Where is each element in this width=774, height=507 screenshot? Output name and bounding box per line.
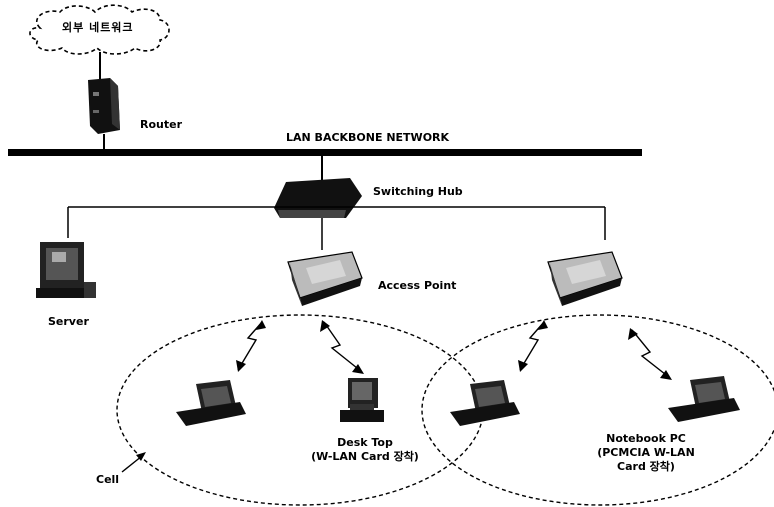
distribution-lines <box>67 206 606 250</box>
desktop-icon <box>340 378 384 422</box>
cloud-label: 외부 네트워크 <box>62 21 134 34</box>
wireless-link-ap1-desktop <box>323 321 363 373</box>
laptop-icon-1 <box>176 380 246 426</box>
external-network-cloud <box>29 4 170 55</box>
cell-1-boundary <box>116 314 484 506</box>
notebook-pc-icon <box>668 376 740 422</box>
wireless-link-ap2-notebook <box>631 329 671 379</box>
wireless-link-ap1-laptop <box>237 321 263 371</box>
router-label: Router <box>140 118 183 131</box>
cell-2-boundary <box>421 314 774 506</box>
switching-hub-icon <box>274 178 362 218</box>
cell-label: Cell <box>96 473 120 486</box>
notebook-label-line2: (PCMCIA W-LAN <box>597 446 695 459</box>
desktop-label-line1: Desk Top <box>337 436 393 449</box>
notebook-label-line3: Card 장착) <box>617 460 675 473</box>
desktop-label-line2: (W-LAN Card 장착) <box>311 450 419 463</box>
backbone-label: LAN BACKBONE NETWORK <box>286 131 450 144</box>
lan-backbone-bar <box>8 149 642 156</box>
laptop-icon-2 <box>450 380 520 426</box>
wireless-link-ap2-laptop <box>519 321 545 371</box>
wireless-links <box>237 321 671 379</box>
cell-pointer-arrow <box>121 452 146 473</box>
server-icon <box>36 242 96 298</box>
router-icon <box>88 78 120 134</box>
access-point-icon-2 <box>547 251 623 306</box>
server-label: Server <box>48 315 89 328</box>
access-point-icon-1 <box>287 251 363 306</box>
switching-hub-label: Switching Hub <box>373 185 463 198</box>
access-point-label: Access Point <box>378 279 457 292</box>
notebook-label-line1: Notebook PC <box>606 432 686 445</box>
wireless-arrowheads <box>236 320 672 380</box>
